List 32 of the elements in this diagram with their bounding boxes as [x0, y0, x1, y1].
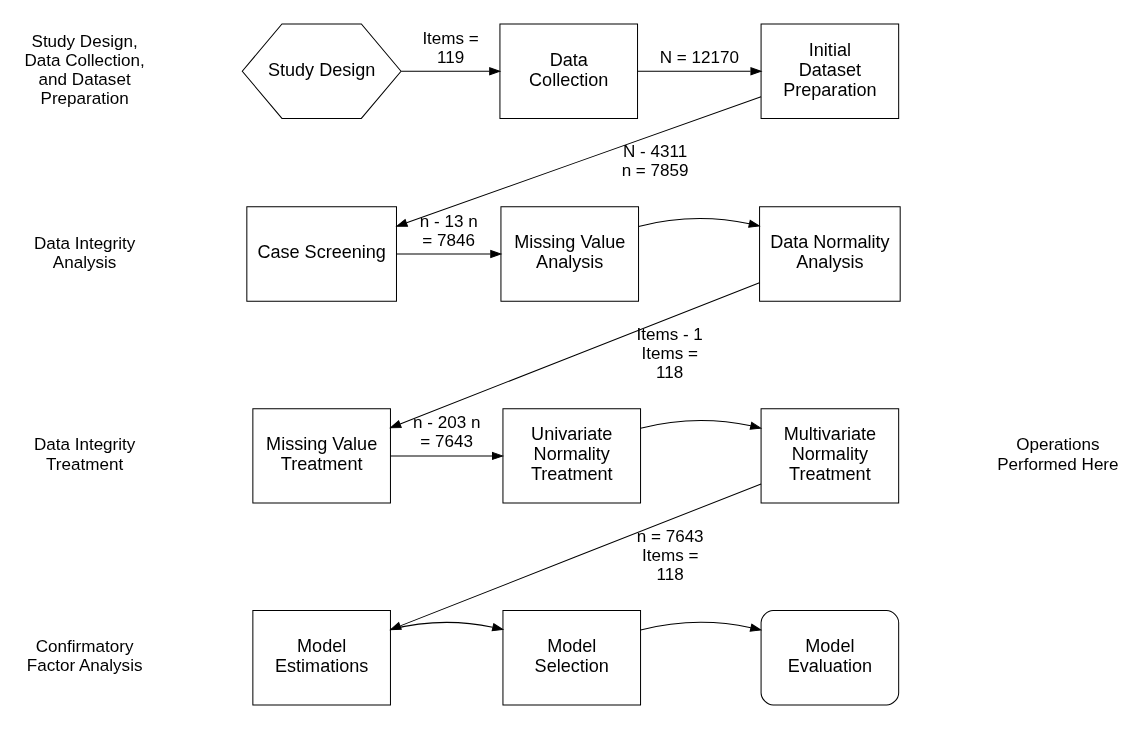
edge-label: n - 203 n = 7643: [413, 413, 481, 452]
node-box: Multivariate Normality Treatment: [760, 408, 900, 504]
edge-label: n = 7643 Items = 118: [636, 526, 704, 585]
edge-label: Items = 119: [422, 28, 479, 67]
arrow: [390, 282, 760, 429]
node-box: Model Estimations: [252, 610, 391, 706]
arrow: [396, 96, 762, 227]
node-box: Model Selection: [502, 610, 642, 706]
arrow: [640, 621, 762, 632]
arrow: [640, 420, 762, 430]
arrow: [638, 218, 760, 228]
arrow: [637, 67, 762, 76]
edge-label: N - 4311 n = 7859: [621, 142, 689, 181]
label: Operations Performed Here: [997, 435, 1119, 474]
node-box: Data Collection: [499, 23, 639, 119]
label: Data Integrity Analysis: [33, 233, 136, 272]
edge-label: n - 13 n = 7846: [419, 211, 478, 250]
node-box: Missing Value Analysis: [500, 206, 640, 302]
node-box: Data Normality Analysis: [759, 206, 901, 302]
edge-label: Items - 1 Items = 118: [636, 324, 703, 383]
label: Confirmatory Factor Analysis: [26, 637, 143, 676]
node-box: Model Evaluation: [760, 610, 900, 706]
node-box: Univariate Normality Treatment: [502, 408, 642, 504]
edge-label: N = 12170: [659, 47, 739, 67]
label: Data Integrity Treatment: [33, 435, 136, 474]
arrow: [396, 250, 502, 259]
label: Study Design, Data Collection, and Dataset Preparation: [24, 31, 145, 108]
node-box: Missing Value Treatment: [252, 408, 391, 504]
arrow: [400, 67, 501, 76]
node-box: Case Screening: [246, 206, 397, 302]
node-box: Initial Dataset Preparation: [760, 23, 900, 119]
arrow: [390, 451, 504, 460]
